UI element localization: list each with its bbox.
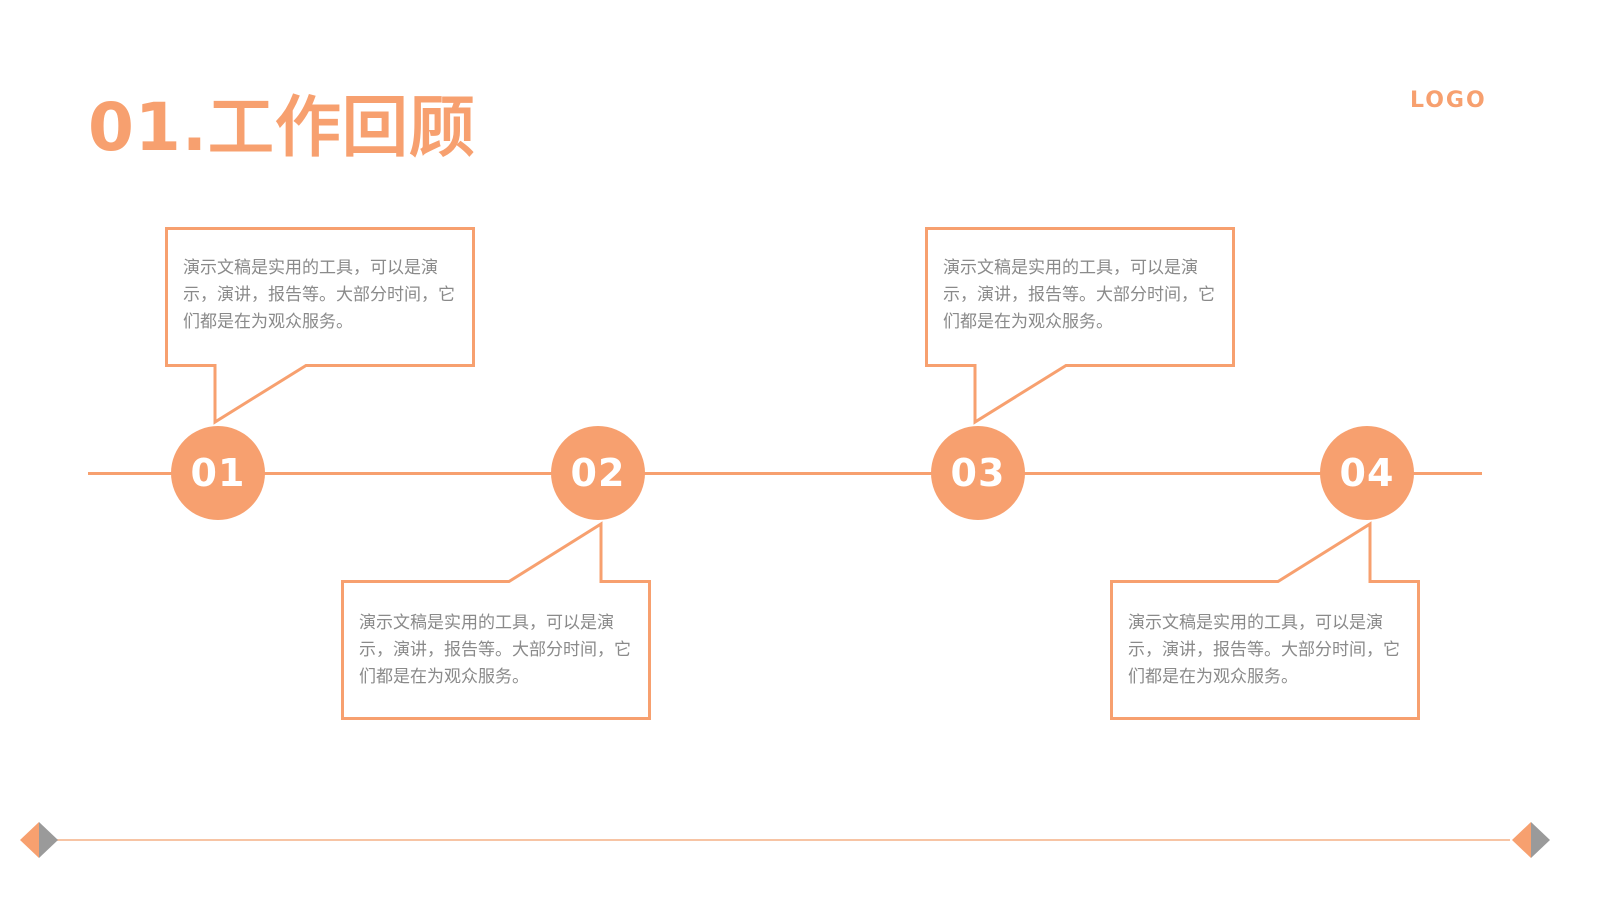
callout-03: 演示文稿是实用的工具，可以是演示，演讲，报告等。大部分时间，它们都是在为观众服务… (925, 227, 1235, 425)
footer-diamond-right-icon (1512, 822, 1550, 858)
milestone-04: 04 (1320, 426, 1414, 520)
callout-01-text: 演示文稿是实用的工具，可以是演示，演讲，报告等。大部分时间，它们都是在为观众服务… (183, 258, 455, 332)
callout-04-text: 演示文稿是实用的工具，可以是演示，演讲，报告等。大部分时间，它们都是在为观众服务… (1128, 613, 1400, 687)
footer-divider (50, 839, 1510, 841)
timeline-line (88, 472, 1482, 475)
callout-02: 演示文稿是实用的工具，可以是演示，演讲，报告等。大部分时间，它们都是在为观众服务… (341, 521, 651, 720)
callout-01-frame (165, 227, 475, 425)
milestone-01: 01 (171, 426, 265, 520)
callout-04-frame (1110, 521, 1420, 720)
milestone-02: 02 (551, 426, 645, 520)
page-title: 01.工作回顾 (88, 89, 476, 166)
callout-02-text: 演示文稿是实用的工具，可以是演示，演讲，报告等。大部分时间，它们都是在为观众服务… (359, 613, 631, 687)
callout-03-frame (925, 227, 1235, 425)
logo: LOGO (1410, 88, 1487, 113)
footer-diamond-left-icon (20, 822, 58, 858)
callout-03-text: 演示文稿是实用的工具，可以是演示，演讲，报告等。大部分时间，它们都是在为观众服务… (943, 258, 1215, 332)
callout-01: 演示文稿是实用的工具，可以是演示，演讲，报告等。大部分时间，它们都是在为观众服务… (165, 227, 475, 425)
callout-02-frame (341, 521, 651, 720)
milestone-03: 03 (931, 426, 1025, 520)
callout-04: 演示文稿是实用的工具，可以是演示，演讲，报告等。大部分时间，它们都是在为观众服务… (1110, 521, 1420, 720)
